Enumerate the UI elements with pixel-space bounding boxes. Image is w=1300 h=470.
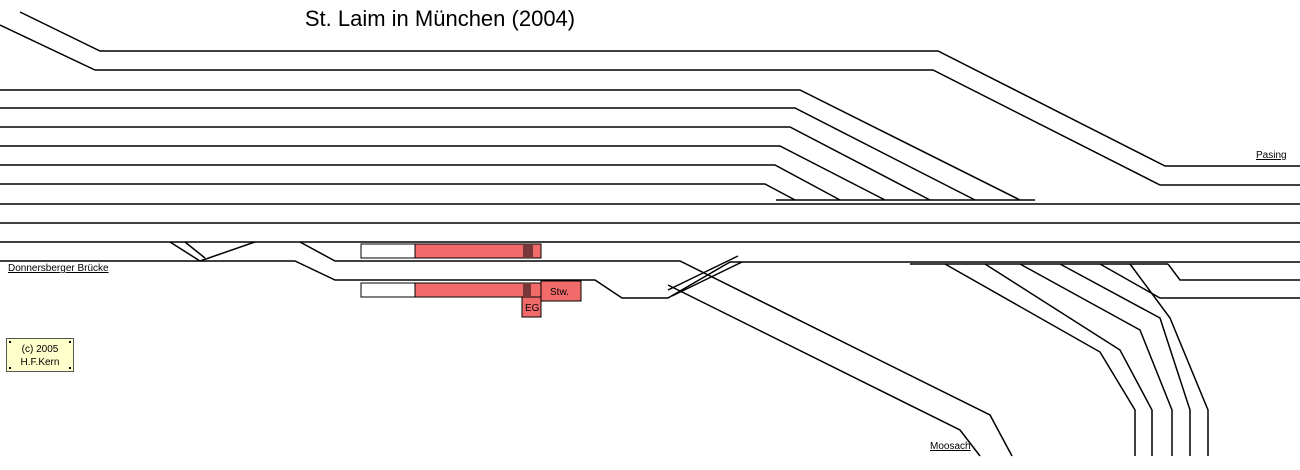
track-line (1019, 263, 1173, 456)
track-line (184, 241, 206, 259)
eg-label: EG (525, 303, 540, 314)
track-line (1059, 263, 1191, 456)
corner-dot (69, 367, 71, 369)
copyright-box: (c) 2005 H.F.Kern (6, 338, 74, 372)
track-line (0, 260, 1300, 299)
track-line (0, 89, 1021, 201)
track-line (0, 24, 1300, 186)
platform-upper-white (360, 243, 416, 259)
corner-dot (9, 367, 11, 369)
platform-lower-white (360, 282, 416, 298)
stairs-lower (523, 284, 531, 296)
track-line (671, 261, 743, 297)
track-line (0, 107, 976, 201)
corner-dot (69, 341, 71, 343)
track-line (1129, 263, 1209, 456)
track-line (0, 164, 841, 201)
page-title: St. Laim in München (2004) (304, 6, 576, 31)
platforms: Stw. EG (360, 243, 582, 318)
track-line (0, 126, 931, 201)
track-line (0, 145, 886, 201)
platform-upper-red (414, 243, 542, 259)
link-pasing[interactable]: Pasing (1256, 150, 1287, 161)
track-line (299, 241, 1013, 457)
tracks (0, 11, 1300, 457)
track-line (984, 263, 1153, 456)
track-line (667, 255, 739, 291)
track-line (667, 284, 981, 457)
link-donnersberger-bruecke[interactable]: Donnersberger Brücke (8, 263, 109, 274)
track-line (1167, 263, 1300, 281)
track-line (0, 183, 796, 201)
track-line (169, 241, 256, 262)
corner-dot (9, 341, 11, 343)
track-line (944, 263, 1136, 456)
stairs-upper (523, 245, 533, 257)
eg-building (521, 296, 542, 318)
track-line (1099, 263, 1300, 299)
track-line (19, 11, 1300, 167)
platform-lower-red (414, 282, 542, 298)
stellwerk-building (540, 280, 582, 302)
link-moosach[interactable]: Moosach (930, 441, 971, 452)
copyright-line2: H.F.Kern (20, 357, 60, 368)
copyright-line1: (c) 2005 (21, 344, 59, 355)
stellwerk-label: Stw. (550, 287, 569, 298)
